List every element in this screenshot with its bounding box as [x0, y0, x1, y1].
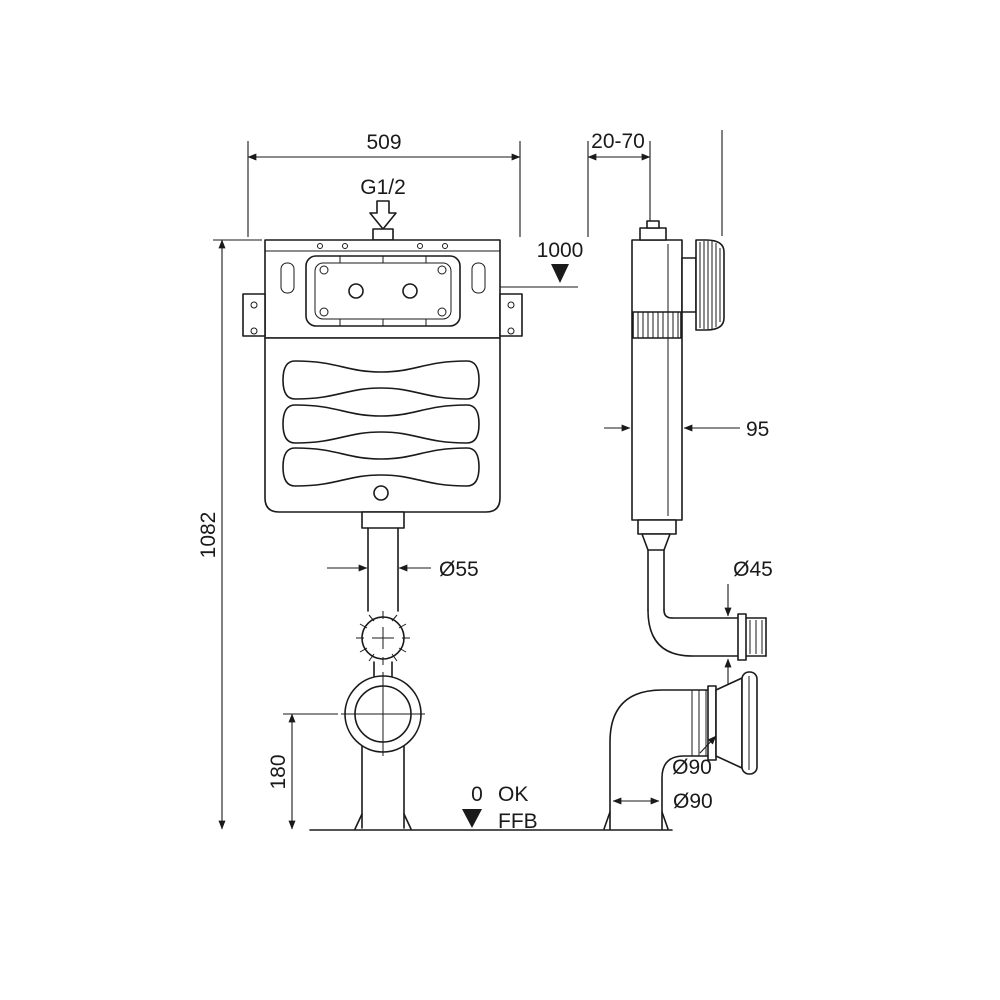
- side-tank-outline: [631, 239, 683, 521]
- socket-ring: [707, 685, 717, 761]
- inlet-boss: [372, 228, 394, 241]
- frame-slot-right: [471, 262, 486, 294]
- level-mark: 1000: [500, 239, 584, 288]
- dim-socket: Ø90: [672, 735, 717, 779]
- side-flush-pipe: [637, 519, 767, 661]
- frame-hole-left: [348, 283, 364, 299]
- floor-ffb-label: FFB: [498, 810, 538, 833]
- side-elbow-inner: [663, 609, 673, 619]
- actuator-plate-outline: [695, 239, 725, 331]
- side-tank-nub: [646, 220, 660, 229]
- outlet-flange: [341, 672, 425, 830]
- frame-slot-left: [280, 262, 295, 294]
- tank-drain-hole: [373, 485, 389, 501]
- side-tank-bottom-cap: [637, 519, 677, 535]
- side-rail-hatch: [637, 312, 679, 338]
- mounting-frame: [242, 239, 523, 339]
- wall-bracket-right: [499, 293, 523, 337]
- outlet-height-label: 180: [267, 754, 290, 789]
- side-elbow-outer: [647, 609, 693, 657]
- pipe-collar: [737, 613, 747, 661]
- outlet-elbow: [603, 671, 758, 830]
- frame-ticks: [317, 243, 448, 326]
- flush-pipe: [361, 511, 405, 612]
- socket-dia-label: Ø90: [672, 756, 712, 779]
- tank-body: [264, 337, 501, 513]
- dim-width: 509: [247, 131, 521, 237]
- tank-rib-3: [282, 447, 480, 487]
- flush-pipe-collar: [361, 511, 405, 529]
- floor-zero-label: 0: [471, 783, 483, 806]
- outlet-elbow-inner: [661, 755, 717, 830]
- tank-outline: [264, 337, 501, 513]
- frame-hole-right: [402, 283, 418, 299]
- dim-outlet-pipe: Ø90: [612, 790, 713, 813]
- dim-wall-distance: 20-70: [587, 130, 723, 237]
- actuator-neck: [681, 257, 697, 313]
- outlet-elbow-outer: [609, 689, 717, 830]
- socket-cone: [715, 677, 743, 769]
- front-view: 509 G1/2: [197, 131, 673, 833]
- side-tank: [631, 220, 683, 521]
- level-triangle-icon: [551, 264, 569, 283]
- inlet-connection: G1/2: [360, 176, 406, 241]
- total-height-label: 1082: [197, 512, 220, 559]
- inlet-elbow-dia-label: Ø45: [733, 558, 773, 581]
- dim-total-height: 1082: [197, 239, 262, 830]
- depth-label: 95: [746, 418, 769, 441]
- side-tank-cap: [639, 227, 667, 241]
- actuator-plate-hatch: [699, 241, 721, 329]
- union-nut-ribs: [356, 611, 410, 665]
- pipe-threads: [749, 620, 763, 654]
- floor-reference: 0 OK FFB: [309, 783, 673, 833]
- inlet-thread-label: G1/2: [360, 176, 406, 199]
- dim-outlet-height: 180: [267, 713, 338, 830]
- pipe-union-nut: [356, 611, 410, 678]
- outlet-elbow-rings: [691, 690, 707, 756]
- dim-depth: 95: [604, 418, 769, 441]
- inlet-arrow-icon: [369, 200, 397, 230]
- tank-rib-1: [282, 360, 480, 400]
- dim-flush-pipe: Ø55: [327, 558, 479, 581]
- floor-level-triangle-icon: [462, 809, 482, 828]
- level-label: 1000: [537, 239, 584, 262]
- side-pipe-taper: [641, 533, 671, 551]
- wall-distance-label: 20-70: [591, 130, 645, 153]
- actuator-plate: [681, 239, 725, 331]
- outlet-pipe-dia-label: Ø90: [673, 790, 713, 813]
- side-view: 20-70: [587, 130, 773, 830]
- flush-pipe-dia-label: Ø55: [439, 558, 479, 581]
- side-rail-block: [632, 311, 682, 339]
- dim-width-label: 509: [366, 131, 401, 154]
- dim-inlet-elbow: Ø45: [724, 558, 773, 686]
- floor-ok-label: OK: [498, 783, 528, 806]
- wall-bracket-left: [242, 293, 266, 337]
- tank-rib-2: [282, 404, 480, 444]
